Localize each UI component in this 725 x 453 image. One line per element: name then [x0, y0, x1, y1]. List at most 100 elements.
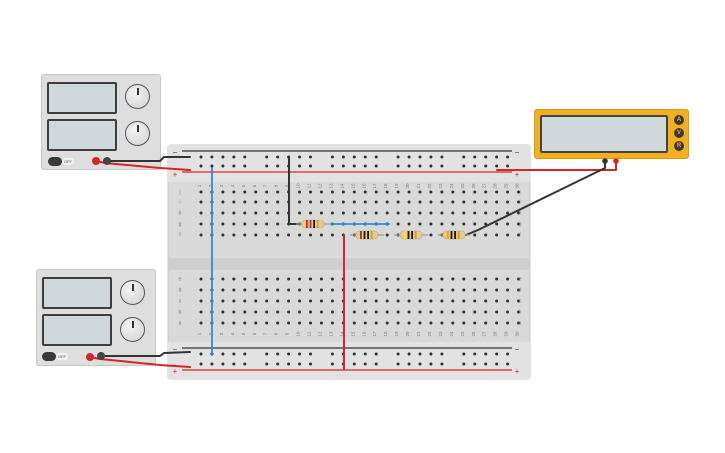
rail-hole[interactable]: [484, 352, 488, 356]
breadboard-hole[interactable]: [495, 288, 499, 292]
rail-hole[interactable]: [243, 352, 247, 356]
breadboard-hole[interactable]: [199, 277, 203, 281]
breadboard-hole[interactable]: [506, 200, 510, 204]
breadboard-hole[interactable]: [330, 310, 334, 314]
breadboard-hole[interactable]: [287, 310, 291, 314]
rail-hole[interactable]: [484, 155, 488, 159]
breadboard-hole[interactable]: [352, 190, 356, 194]
breadboard-hole[interactable]: [254, 200, 258, 204]
breadboard-hole[interactable]: [484, 200, 488, 204]
breadboard-hole[interactable]: [473, 211, 477, 215]
breadboard-hole[interactable]: [440, 211, 444, 215]
rail-hole[interactable]: [407, 164, 411, 168]
rail-hole[interactable]: [232, 352, 236, 356]
breadboard-hole[interactable]: [254, 321, 258, 325]
rail-hole[interactable]: [243, 155, 247, 159]
breadboard-hole[interactable]: [374, 211, 378, 215]
rail-hole[interactable]: [298, 352, 302, 356]
breadboard-hole[interactable]: [221, 288, 225, 292]
resistor-4[interactable]: [442, 230, 466, 240]
breadboard-hole[interactable]: [517, 288, 521, 292]
rail-hole[interactable]: [265, 352, 269, 356]
breadboard-hole[interactable]: [243, 222, 247, 226]
multimeter[interactable]: A V R: [534, 109, 689, 159]
breadboard-hole[interactable]: [429, 310, 433, 314]
breadboard-hole[interactable]: [484, 299, 488, 303]
rail-hole[interactable]: [199, 164, 203, 168]
breadboard-hole[interactable]: [232, 277, 236, 281]
breadboard-hole[interactable]: [429, 200, 433, 204]
breadboard-hole[interactable]: [418, 310, 422, 314]
breadboard-hole[interactable]: [429, 222, 433, 226]
supply-top-negative-terminal[interactable]: [103, 157, 111, 165]
rail-hole[interactable]: [221, 352, 225, 356]
rail-hole[interactable]: [462, 155, 466, 159]
breadboard-hole[interactable]: [407, 190, 411, 194]
rail-hole[interactable]: [352, 164, 356, 168]
breadboard-hole[interactable]: [254, 190, 258, 194]
breadboard-hole[interactable]: [276, 222, 280, 226]
breadboard-hole[interactable]: [451, 200, 455, 204]
breadboard-hole[interactable]: [276, 321, 280, 325]
breadboard-hole[interactable]: [287, 321, 291, 325]
breadboard-hole[interactable]: [374, 299, 378, 303]
rail-hole[interactable]: [363, 352, 367, 356]
breadboard-hole[interactable]: [517, 277, 521, 281]
breadboard-hole[interactable]: [506, 211, 510, 215]
breadboard-hole[interactable]: [440, 200, 444, 204]
breadboard-hole[interactable]: [232, 310, 236, 314]
breadboard-hole[interactable]: [506, 288, 510, 292]
wire-bottom-supply-positive[interactable]: [89, 356, 191, 368]
breadboard-hole[interactable]: [396, 190, 400, 194]
rail-hole[interactable]: [473, 155, 477, 159]
breadboard-hole[interactable]: [287, 277, 291, 281]
breadboard-hole[interactable]: [341, 190, 345, 194]
breadboard-hole[interactable]: [484, 321, 488, 325]
breadboard-hole[interactable]: [363, 288, 367, 292]
breadboard-hole[interactable]: [298, 288, 302, 292]
breadboard-hole[interactable]: [243, 310, 247, 314]
breadboard-hole[interactable]: [232, 299, 236, 303]
breadboard-hole[interactable]: [319, 277, 323, 281]
breadboard-hole[interactable]: [407, 211, 411, 215]
breadboard-hole[interactable]: [451, 190, 455, 194]
breadboard-hole[interactable]: [309, 277, 312, 281]
breadboard-hole[interactable]: [506, 190, 510, 194]
rail-hole[interactable]: [352, 362, 356, 366]
breadboard-hole[interactable]: [352, 211, 356, 215]
breadboard-hole[interactable]: [385, 190, 389, 194]
breadboard-hole[interactable]: [363, 190, 367, 194]
breadboard-hole[interactable]: [473, 190, 477, 194]
rail-hole[interactable]: [221, 164, 225, 168]
breadboard-hole[interactable]: [462, 222, 466, 226]
breadboard-hole[interactable]: [462, 190, 466, 194]
breadboard-hole[interactable]: [199, 190, 203, 194]
breadboard-hole[interactable]: [495, 299, 499, 303]
breadboard-hole[interactable]: [221, 277, 225, 281]
breadboard-hole[interactable]: [243, 233, 247, 237]
breadboard-hole[interactable]: [276, 310, 280, 314]
breadboard-hole[interactable]: [462, 321, 466, 325]
rail-hole[interactable]: [374, 164, 378, 168]
supply-bottom-negative-terminal[interactable]: [97, 352, 105, 360]
breadboard-hole[interactable]: [298, 321, 302, 325]
rail-hole[interactable]: [396, 352, 400, 356]
breadboard-hole[interactable]: [495, 277, 499, 281]
breadboard-hole[interactable]: [473, 288, 477, 292]
breadboard-hole[interactable]: [418, 288, 422, 292]
breadboard-hole[interactable]: [473, 200, 477, 204]
breadboard-hole[interactable]: [298, 190, 302, 194]
breadboard-hole[interactable]: [221, 222, 225, 226]
breadboard-hole[interactable]: [440, 288, 444, 292]
breadboard-hole[interactable]: [462, 299, 466, 303]
breadboard-hole[interactable]: [374, 277, 378, 281]
rail-hole[interactable]: [330, 155, 334, 159]
breadboard-hole[interactable]: [221, 190, 225, 194]
rail-hole[interactable]: [210, 164, 214, 168]
rail-hole[interactable]: [298, 155, 302, 159]
rail-hole[interactable]: [495, 362, 499, 366]
breadboard-hole[interactable]: [462, 310, 466, 314]
breadboard-hole[interactable]: [385, 277, 389, 281]
